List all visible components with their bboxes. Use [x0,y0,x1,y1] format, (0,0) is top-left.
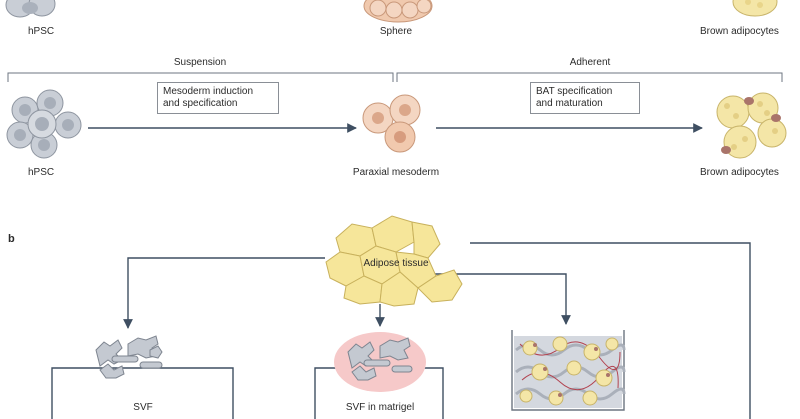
svf-label: SVF [133,402,153,413]
callout-mesoderm-line1: Mesoderm induction [163,86,254,97]
top-hpsc-cluster-icon [5,0,56,18]
hpsc-cluster-icon [6,89,82,159]
svf-cells-icon [95,335,163,379]
paraxial-mesoderm-icon [362,94,421,153]
arrow-tissue-to-svf [123,257,325,329]
paraxial-mesoderm-label: Paraxial mesoderm [352,167,440,178]
hpsc-label: hPSC [28,167,55,178]
adipose-tissue-icon [325,215,463,307]
svf-matrigel-label: SVF in matrigel [345,402,415,413]
callout-mesoderm-line2: and specification [163,98,238,109]
arrow-tissue-to-right [470,242,751,419]
callout-bat-line1: BAT specification [536,86,613,97]
matrigel-cells-icon [347,337,413,381]
arrow-tissue-to-scaffold [432,273,571,325]
adipose-tissue-label: Adipose tissue [363,258,429,269]
scaffold-container-icon [511,330,626,411]
top-brown-adipocyte-icon [732,0,778,17]
brown-adipocytes-label: Brown adipocytes [700,167,779,178]
callout-bat-specification: BAT specification and maturation [530,82,640,114]
adherent-label: Adherent [569,57,611,68]
top-sphere-label: Sphere [379,26,413,37]
panel-b-letter: b [8,233,15,245]
brown-adipocytes-icon [716,92,787,159]
suspension-label: Suspension [173,57,227,68]
top-hpsc-label: hPSC [28,26,55,37]
suspension-bracket [7,72,394,82]
callout-bat-line2: and maturation [536,98,603,109]
callout-mesoderm-induction: Mesoderm induction and specification [157,82,279,114]
top-sphere-icon [363,0,433,23]
top-brown-adipocytes-label: Brown adipocytes [700,26,779,37]
adherent-bracket [396,72,783,82]
